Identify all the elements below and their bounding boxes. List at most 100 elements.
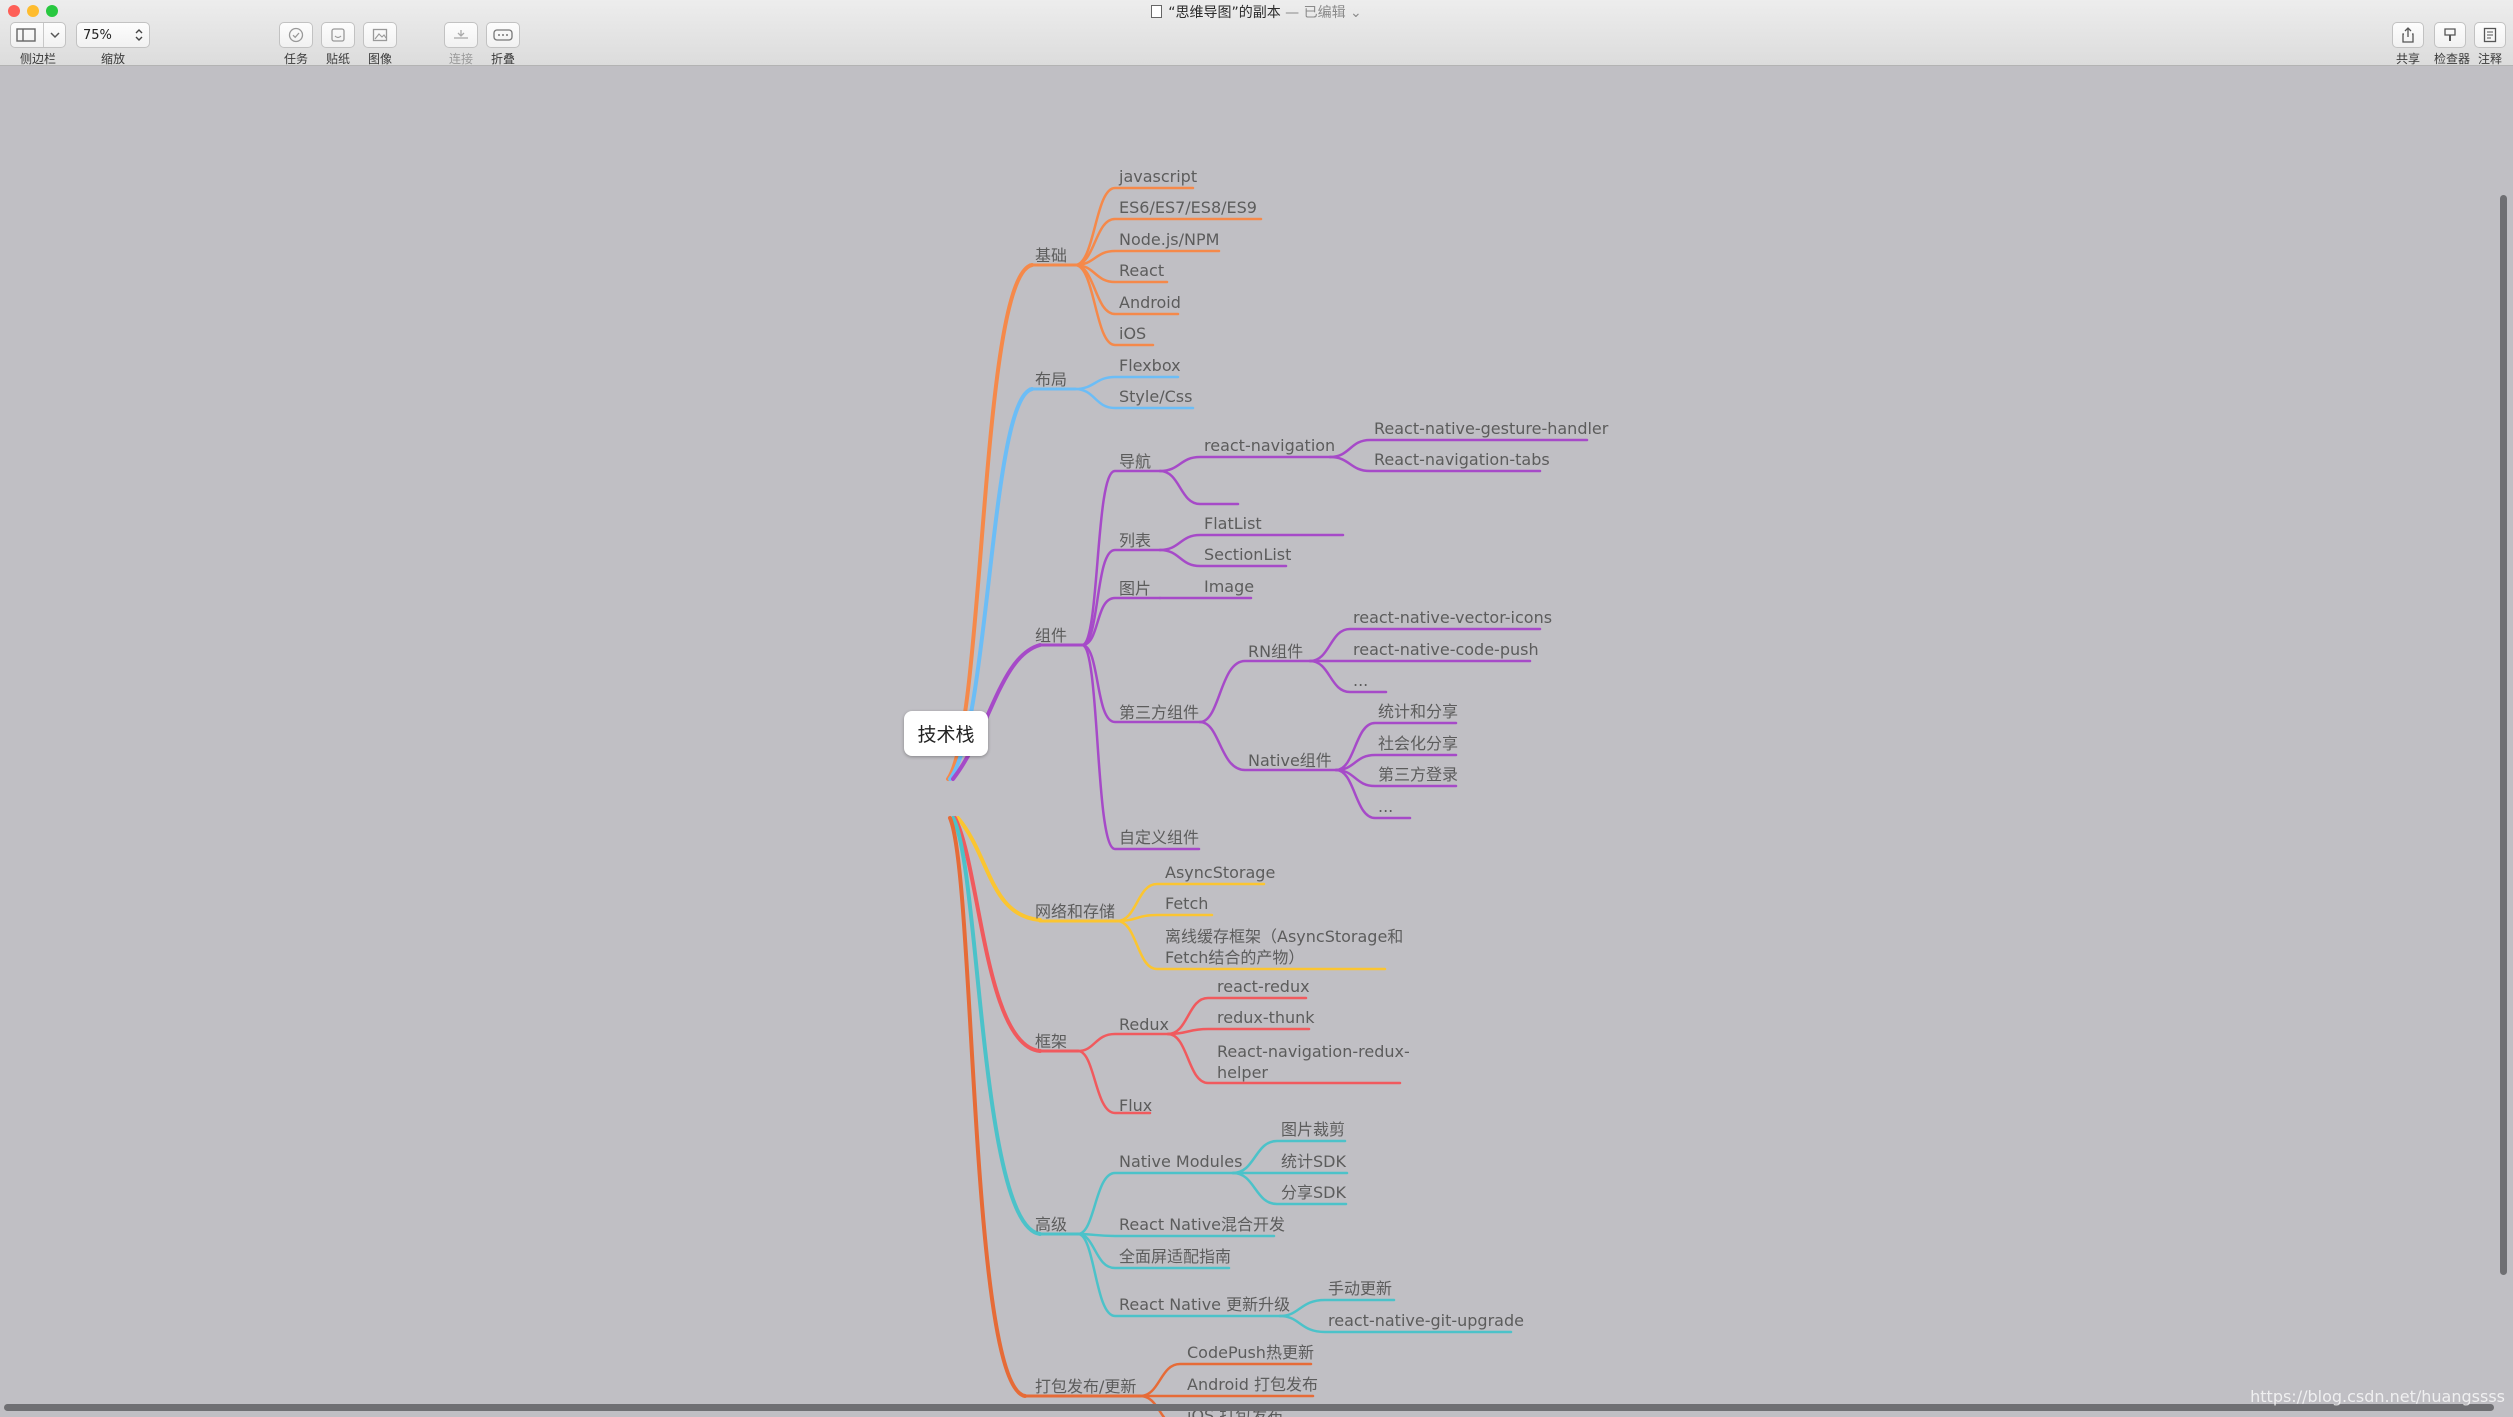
topic-rn-components[interactable]: RN组件	[1248, 642, 1303, 661]
zoom-window-icon[interactable]	[46, 5, 58, 17]
sticker-label: 贴纸	[325, 52, 350, 66]
topic-android[interactable]: Android	[1119, 293, 1181, 312]
topic-navigation[interactable]: 导航	[1119, 452, 1151, 471]
topic-rn-upgrade[interactable]: React Native 更新升级	[1119, 1295, 1290, 1314]
root-topic[interactable]: 技术栈	[904, 711, 988, 756]
zoom-value: 75%	[83, 27, 112, 43]
sidebar-toolbar-item[interactable]: 侧边栏	[10, 22, 66, 67]
topic-native-components[interactable]: Native组件	[1248, 751, 1332, 770]
zoom-label: 缩放	[100, 52, 125, 66]
topic-list[interactable]: 列表	[1119, 531, 1151, 550]
branch-line-release	[948, 816, 1027, 1398]
topic-redux-helper-line1[interactable]: React-navigation-redux-	[1217, 1042, 1410, 1061]
horizontal-scrollbar[interactable]	[4, 1404, 2494, 1411]
topic-framework[interactable]: 框架	[1035, 1032, 1067, 1051]
topic-es-versions[interactable]: ES6/ES7/ES8/ES9	[1119, 198, 1257, 217]
image-button[interactable]	[363, 22, 397, 48]
fold-button[interactable]	[486, 22, 520, 48]
notes-button[interactable]	[2474, 22, 2506, 48]
topic-vector-icons[interactable]: react-native-vector-icons	[1353, 608, 1552, 627]
topic-social-share[interactable]: 社会化分享	[1378, 734, 1458, 753]
chevron-down-icon[interactable]: ⌄	[1345, 5, 1362, 21]
connect-label: 连接	[448, 52, 473, 66]
topic-native-more[interactable]: ...	[1378, 797, 1393, 816]
topic-offline-cache-line2[interactable]: Fetch结合的产物）	[1165, 948, 1304, 967]
topic-hybrid-dev[interactable]: React Native混合开发	[1119, 1215, 1285, 1234]
topic-codepush[interactable]: CodePush热更新	[1187, 1343, 1314, 1362]
connect-icon	[454, 30, 468, 39]
document-icon	[1151, 5, 1163, 18]
close-window-icon[interactable]	[8, 5, 20, 17]
topic-advanced[interactable]: 高级	[1035, 1215, 1067, 1234]
topic-components[interactable]: 组件	[1035, 626, 1067, 645]
topic-nodejs[interactable]: Node.js/NPM	[1119, 230, 1219, 249]
inspector-toolbar-item[interactable]: 检查器	[2434, 22, 2470, 67]
topic-android-release[interactable]: Android 打包发布	[1187, 1375, 1318, 1394]
topic-flux[interactable]: Flux	[1119, 1096, 1152, 1115]
topic-sectionlist[interactable]: SectionList	[1204, 545, 1291, 564]
topic-ios-release[interactable]: iOS 打包发布	[1187, 1406, 1283, 1417]
topic-git-upgrade[interactable]: react-native-git-upgrade	[1328, 1311, 1524, 1330]
connect-toolbar-item[interactable]: 连接	[444, 22, 478, 67]
topic-asyncstorage[interactable]: AsyncStorage	[1165, 863, 1275, 882]
topic-network-storage[interactable]: 网络和存储	[1035, 902, 1115, 921]
topic-flatlist[interactable]: FlatList	[1204, 514, 1262, 533]
share-button[interactable]	[2392, 22, 2424, 48]
topic-third-party[interactable]: 第三方组件	[1119, 703, 1199, 722]
vertical-scrollbar[interactable]	[2500, 195, 2507, 1275]
branch-line-framework	[953, 816, 1042, 1053]
topic-image-crop[interactable]: 图片裁剪	[1281, 1120, 1345, 1139]
topic-style-css[interactable]: Style/Css	[1119, 387, 1192, 406]
edited-status[interactable]: 已编辑	[1303, 5, 1346, 21]
topic-ios[interactable]: iOS	[1119, 324, 1146, 343]
topic-release[interactable]: 打包发布/更新	[1035, 1377, 1136, 1396]
sticker-button[interactable]	[321, 22, 355, 48]
sidebar-icon	[16, 28, 36, 42]
image-toolbar-item[interactable]: 图像	[363, 22, 397, 67]
topic-native-modules[interactable]: Native Modules	[1119, 1152, 1242, 1171]
topic-fetch[interactable]: Fetch	[1165, 894, 1208, 913]
topic-javascript[interactable]: javascript	[1118, 167, 1197, 186]
topic-image-component[interactable]: Image	[1204, 577, 1254, 596]
zoom-select[interactable]: 75%	[76, 22, 150, 48]
share-toolbar-item[interactable]: 共享	[2392, 22, 2424, 67]
topic-rn-more[interactable]: ...	[1353, 671, 1368, 690]
minimize-window-icon[interactable]	[27, 5, 39, 17]
topic-gesture-handler[interactable]: React-native-gesture-handler	[1374, 419, 1609, 438]
sticker-icon	[331, 28, 345, 42]
topic-react[interactable]: React	[1119, 261, 1164, 280]
topic-layout[interactable]: 布局	[1035, 370, 1067, 389]
topic-redux[interactable]: Redux	[1119, 1015, 1169, 1034]
sidebar-button[interactable]	[10, 22, 66, 48]
topic-navigation-tabs[interactable]: React-navigation-tabs	[1374, 450, 1550, 469]
topic-stats-share[interactable]: 统计和分享	[1378, 702, 1458, 721]
mindmap-canvas[interactable]: 基础 javascript ES6/ES7/ES8/ES9 Node.js/NP…	[0, 66, 2513, 1417]
task-button[interactable]	[279, 22, 313, 48]
topic-redux-thunk[interactable]: redux-thunk	[1217, 1008, 1315, 1027]
fold-toolbar-item[interactable]: 折叠	[486, 22, 520, 67]
topic-fullscreen[interactable]: 全面屏适配指南	[1119, 1247, 1231, 1266]
topic-image[interactable]: 图片	[1119, 579, 1151, 598]
topic-offline-cache-line1[interactable]: 离线缓存框架（AsyncStorage和	[1165, 927, 1403, 946]
connect-button[interactable]	[444, 22, 478, 48]
task-toolbar-item[interactable]: 任务	[279, 22, 313, 67]
share-icon	[2402, 27, 2414, 43]
inspector-button[interactable]	[2434, 22, 2466, 48]
topic-redux-helper-line2[interactable]: helper	[1217, 1063, 1268, 1082]
share-label: 共享	[2395, 52, 2420, 66]
branch-line-advanced	[951, 816, 1042, 1236]
topic-custom-components[interactable]: 自定义组件	[1119, 828, 1199, 847]
topic-third-login[interactable]: 第三方登录	[1378, 765, 1458, 784]
topic-basics[interactable]: 基础	[1035, 246, 1067, 265]
topic-stats-sdk[interactable]: 统计SDK	[1281, 1152, 1346, 1171]
sticker-toolbar-item[interactable]: 贴纸	[321, 22, 355, 67]
topic-flexbox[interactable]: Flexbox	[1119, 356, 1181, 375]
zoom-toolbar-item[interactable]: 75% 缩放	[76, 22, 150, 67]
notes-toolbar-item[interactable]: 注释	[2474, 22, 2506, 67]
topic-manual-update[interactable]: 手动更新	[1328, 1279, 1392, 1298]
topic-code-push[interactable]: react-native-code-push	[1353, 640, 1539, 659]
topic-react-navigation[interactable]: react-navigation	[1204, 436, 1335, 455]
task-label: 任务	[283, 52, 308, 66]
topic-react-redux[interactable]: react-redux	[1217, 977, 1310, 996]
topic-share-sdk[interactable]: 分享SDK	[1281, 1183, 1346, 1202]
